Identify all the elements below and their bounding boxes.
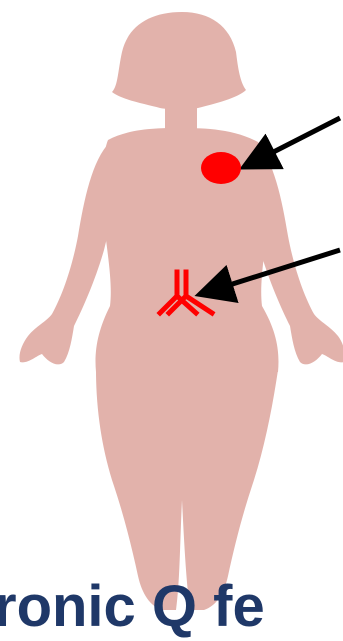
human-silhouette — [19, 12, 343, 610]
left-arm-shape — [19, 142, 114, 364]
red-dot-marker — [201, 152, 241, 184]
caption-text: ronic Q fe — [0, 578, 265, 636]
arrow-to-dot — [248, 118, 340, 165]
head-shape — [112, 12, 246, 110]
